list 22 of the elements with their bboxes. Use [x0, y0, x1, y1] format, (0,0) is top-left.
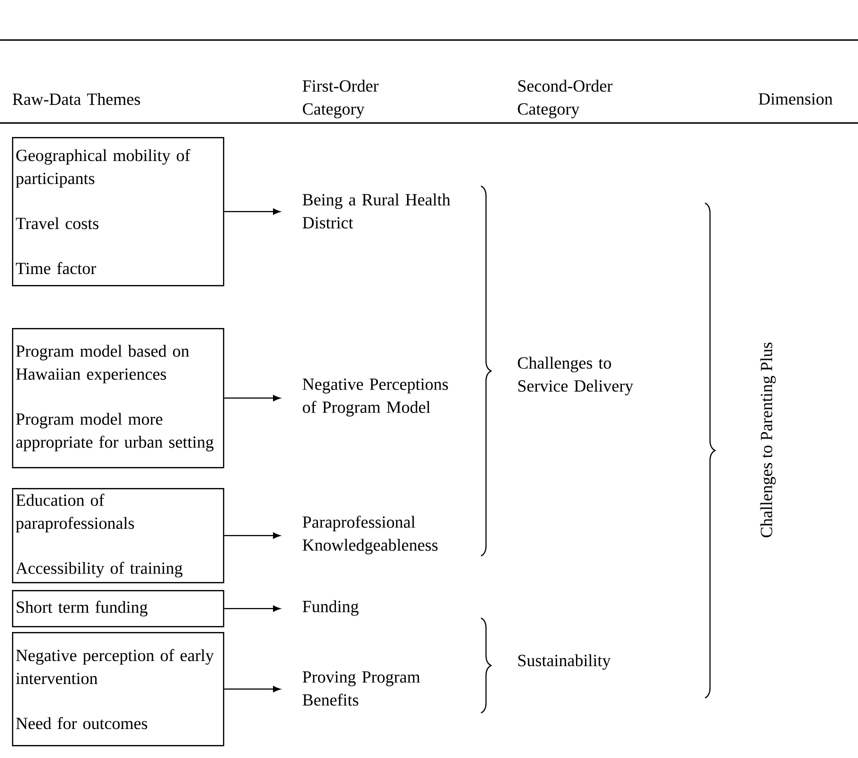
category-label: Sustainability: [518, 654, 611, 670]
arrow: [224, 395, 280, 402]
category-text: Paraprofessional Knowledgeableness: [302, 516, 438, 554]
category-text: Proving Program Benefits: [302, 671, 420, 706]
arrow: [224, 686, 280, 692]
category-text: Being a Rural Health District: [302, 194, 450, 228]
category-label: Challenges to Service Delivery: [518, 356, 634, 396]
dimension-label: Challenges to Parenting Plus: [760, 342, 776, 538]
theme-box: Negative perception of early intervention Need for outcomes: [12, 632, 224, 746]
arrow: [224, 532, 280, 539]
category-text: Funding: [302, 600, 359, 616]
theme-box: Short term funding: [12, 590, 224, 628]
arrow: [224, 606, 280, 612]
category-text: Negative Perceptions of Program Model: [302, 378, 448, 416]
arrow: [224, 208, 280, 215]
column-header: Dimension: [758, 93, 833, 105]
column-header: Second-Order Category: [518, 80, 612, 118]
column-header: First-Order Category: [302, 80, 379, 118]
theme-box: Education of paraprofessionals Accessibility of training: [12, 488, 224, 584]
theme-box: Program model based on Hawaiian experiences Program model more appropriate for urban setting: [12, 328, 224, 468]
column-header: Raw-Data Themes: [12, 93, 140, 105]
theme-box: Geographical mobility of participants Travel costs Time factor: [12, 137, 224, 286]
